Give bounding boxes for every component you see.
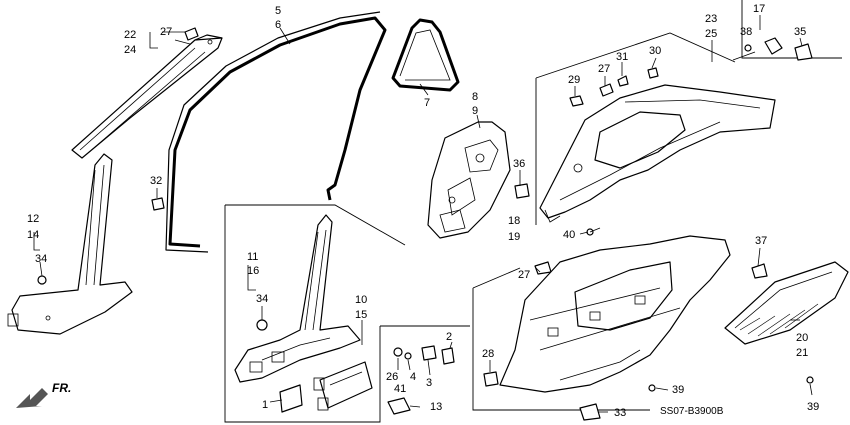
callout-32: 32 bbox=[150, 175, 162, 187]
callout-27: 27 bbox=[160, 26, 172, 38]
callout-17: 17 bbox=[753, 3, 765, 15]
callout-13: 13 bbox=[430, 401, 442, 413]
callout-31: 31 bbox=[616, 51, 628, 63]
callout-3: 3 bbox=[426, 377, 432, 389]
callout-15: 15 bbox=[355, 309, 367, 321]
callout-34: 34 bbox=[256, 293, 268, 305]
seat-belt-cover bbox=[313, 361, 373, 411]
callout-18: 18 bbox=[508, 215, 520, 227]
callout-27: 27 bbox=[598, 63, 610, 75]
callout-11: 11 bbox=[247, 251, 258, 263]
callout-41: 41 bbox=[394, 383, 406, 395]
callout-labels: 27 22 24 5 6 7 8 9 23 25 17 38 35 30 29 … bbox=[27, 3, 819, 419]
callout-19: 19 bbox=[508, 231, 520, 243]
center-pillar-lower-garnish bbox=[7, 153, 133, 335]
quarter-weatherstrip bbox=[391, 18, 460, 92]
callout-2: 2 bbox=[446, 331, 452, 343]
callout-39: 39 bbox=[672, 384, 684, 396]
callout-26: 26 bbox=[386, 371, 398, 383]
door-weatherstrip bbox=[165, 11, 387, 253]
quarter-inner-panel bbox=[427, 121, 511, 239]
callout-23: 23 bbox=[705, 13, 717, 25]
label-plate bbox=[279, 384, 303, 413]
rear-upper-trim bbox=[539, 84, 776, 223]
callout-36: 36 bbox=[513, 158, 525, 170]
callout-12: 12 bbox=[27, 213, 39, 225]
callout-37: 37 bbox=[755, 235, 767, 247]
callout-35: 35 bbox=[794, 26, 806, 38]
callout-22: 22 bbox=[124, 29, 136, 41]
callout-38: 38 bbox=[740, 26, 752, 38]
callout-8: 8 bbox=[472, 91, 478, 103]
direction-label: FR. bbox=[52, 381, 71, 395]
callout-6: 6 bbox=[275, 19, 281, 31]
leader-lines bbox=[33, 15, 813, 413]
callout-1: 1 bbox=[262, 399, 268, 411]
callout-21: 21 bbox=[796, 347, 808, 359]
callout-5: 5 bbox=[275, 5, 281, 17]
callout-34: 34 bbox=[35, 253, 47, 265]
center-pillar-trim bbox=[234, 214, 361, 383]
callout-40: 40 bbox=[563, 229, 575, 241]
callout-10: 10 bbox=[355, 294, 367, 306]
callout-25: 25 bbox=[705, 28, 717, 40]
callout-16: 16 bbox=[247, 265, 259, 277]
callout-24: 24 bbox=[124, 44, 136, 56]
callout-27: 27 bbox=[518, 269, 530, 281]
callout-14: 14 bbox=[27, 229, 39, 241]
frame-lines bbox=[224, 0, 842, 423]
callout-29: 29 bbox=[568, 74, 580, 86]
front-pillar-garnish bbox=[71, 34, 223, 159]
callout-20: 20 bbox=[796, 332, 808, 344]
callout-30: 30 bbox=[649, 45, 661, 57]
callout-39: 39 bbox=[807, 401, 819, 413]
callout-4: 4 bbox=[410, 371, 416, 383]
callout-33: 33 bbox=[614, 407, 626, 419]
callout-7: 7 bbox=[424, 97, 430, 109]
fasteners bbox=[37, 27, 814, 421]
front-direction-arrow: FR. bbox=[16, 381, 71, 408]
callout-9: 9 bbox=[472, 105, 478, 117]
diagram-code: SS07-B3900B bbox=[660, 406, 724, 417]
callout-28: 28 bbox=[482, 348, 494, 360]
rear-speaker-grille bbox=[724, 261, 849, 345]
rear-side-trim bbox=[499, 235, 731, 393]
